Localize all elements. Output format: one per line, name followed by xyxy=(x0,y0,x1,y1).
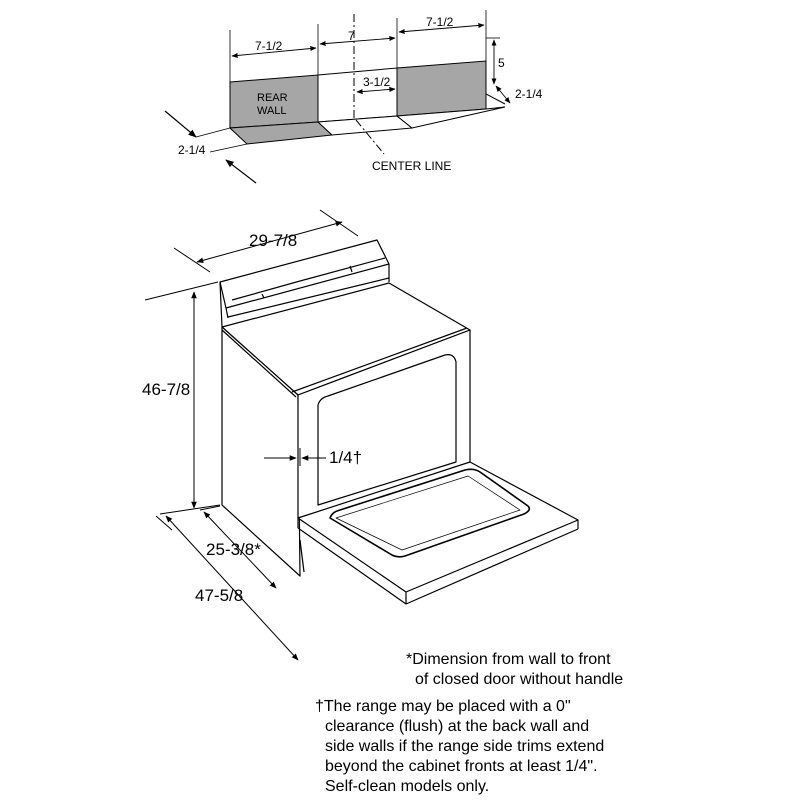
dim-center-half: 3-1/2 xyxy=(363,75,391,89)
dim-line-depth-open xyxy=(165,515,299,661)
note-dagger-text1: The range may be placed with a 0" xyxy=(323,698,571,715)
dim-line-left-depth-a xyxy=(164,110,197,138)
note-dagger-line1: †The range may be placed with a 0" xyxy=(315,697,604,717)
note-dagger-line4: beyond the cabinet fronts at least 1/4". xyxy=(325,758,598,775)
note-clearance-dagger: †The range may be placed with a 0" clear… xyxy=(315,697,604,797)
dim-depth-open: 47-5/8 xyxy=(195,586,243,605)
note-star-line1: *Dimension from wall to front xyxy=(406,651,611,668)
wall-clearance-diagram: 7-1/2 7 7-1/2 5 2-1/4 2-1/4 3-1/2 REAR W… xyxy=(164,10,543,184)
dim-side-clearance: 1/4† xyxy=(329,448,362,467)
dim-line-right-depth xyxy=(495,85,511,104)
floor-strip-right xyxy=(395,106,506,129)
dim-line-right-width xyxy=(398,22,485,35)
dim-line-left-depth-b xyxy=(225,159,257,184)
dim-center-width: 7 xyxy=(348,29,355,43)
dim-height: 5 xyxy=(498,56,505,70)
dim-range-width: 29-7/8 xyxy=(249,231,297,250)
range-diagram xyxy=(219,239,579,605)
note-dagger-line2: clearance (flush) at the back wall and xyxy=(325,718,590,735)
note-star-line2: of closed door without handle xyxy=(415,671,624,688)
dim-line-range-width xyxy=(196,220,343,264)
dim-line-center-width xyxy=(319,35,396,47)
oven-cavity xyxy=(317,354,457,506)
dim-line-center-half xyxy=(356,86,396,95)
rear-wall-label-line2: WALL xyxy=(257,105,287,117)
note-dagger-line3: side walls if the range side trims exten… xyxy=(325,738,605,755)
rear-wall-right-panel xyxy=(396,60,487,117)
note-dagger-line5: Self-clean models only. xyxy=(325,778,490,795)
rear-wall-label-line1: REAR xyxy=(257,92,288,104)
dim-right-width: 7-1/2 xyxy=(426,15,454,29)
dim-left-depth: 2-1/4 xyxy=(178,143,206,157)
note-dimension-asterisk: *Dimension from wall to front of closed … xyxy=(406,650,623,690)
dim-left-width: 7-1/2 xyxy=(255,39,283,53)
dagger-mark: † xyxy=(315,698,324,715)
dim-range-height: 46-7/8 xyxy=(142,380,190,399)
dim-line-left-width xyxy=(231,46,317,58)
dim-right-depth: 2-1/4 xyxy=(515,87,543,101)
center-line-label: CENTER LINE xyxy=(372,159,451,173)
oven-door-window xyxy=(329,468,531,558)
dim-depth-closed: 25-3/8* xyxy=(206,540,261,559)
range-dimensions xyxy=(144,209,359,661)
